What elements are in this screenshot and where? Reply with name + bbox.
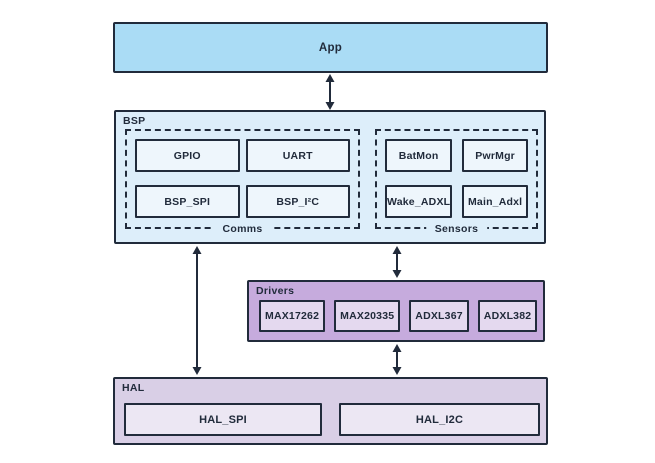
module-box-gpio: GPIO [135,139,240,172]
arrow-drivers-hal [392,344,402,375]
batmon-label: BatMon [398,149,439,162]
module-box-bsp-spi: BSP_SPI [135,185,240,218]
max17262-label: MAX17262 [265,310,320,322]
uart-label: UART [282,149,313,162]
app-label: App [318,41,343,54]
driver-box-adxl382: ADXL382 [477,300,538,332]
pwrmgr-label: PwrMgr [475,149,515,162]
hal-i2c-label: HAL_I2C [415,413,464,426]
bsp-layer-box: BSP GPIO UART BSP_SPI BSP_I²C Comms BatM… [114,110,546,244]
comms-group-label: Comms [213,223,272,235]
module-box-bsp-i2c: BSP_I²C [245,185,350,218]
gpio-label: GPIO [173,149,201,162]
hal-spi-label: HAL_SPI [199,413,247,426]
module-box-main-adxl: Main_Adxl [462,185,528,218]
hal-box-i2c: HAL_I2C [339,403,540,436]
adxl367-label: ADXL367 [415,310,463,322]
main-adxl-label: Main_Adxl [467,195,523,208]
arrow-bsp-drivers [392,246,402,278]
app-layer-box: App [113,22,548,73]
module-box-pwrmgr: PwrMgr [462,139,528,172]
driver-box-max20335: MAX20335 [334,300,401,332]
bsp-spi-label: BSP_SPI [164,195,211,208]
max20335-label: MAX20335 [340,310,395,322]
drivers-row: MAX17262 MAX20335 ADXL367 ADXL382 [259,300,538,332]
hal-box-spi: HAL_SPI [124,403,322,436]
bsp-label: BSP [123,115,146,127]
module-box-batmon: BatMon [385,139,453,172]
module-box-wake-adxl: Wake_ADXL [385,185,453,218]
bsp-i2c-label: BSP_I²C [276,195,320,208]
driver-box-max17262: MAX17262 [259,300,326,332]
hal-layer-box: HAL HAL_SPI HAL_I2C [113,377,548,445]
drivers-layer-box: Drivers MAX17262 MAX20335 ADXL367 ADXL38… [247,280,545,342]
sensors-group: BatMon PwrMgr Wake_ADXL Main_Adxl Sensor… [375,129,538,235]
wake-adxl-label: Wake_ADXL [387,195,451,208]
module-box-uart: UART [245,139,350,172]
drivers-label: Drivers [256,285,295,297]
sensors-group-label: Sensors [425,223,488,235]
comms-group: GPIO UART BSP_SPI BSP_I²C Comms [125,129,360,235]
adxl382-label: ADXL382 [483,310,532,322]
driver-box-adxl367: ADXL367 [409,300,469,332]
hal-label: HAL [122,382,145,394]
arrow-app-bsp [325,74,335,110]
arrow-bsp-hal [192,246,202,375]
